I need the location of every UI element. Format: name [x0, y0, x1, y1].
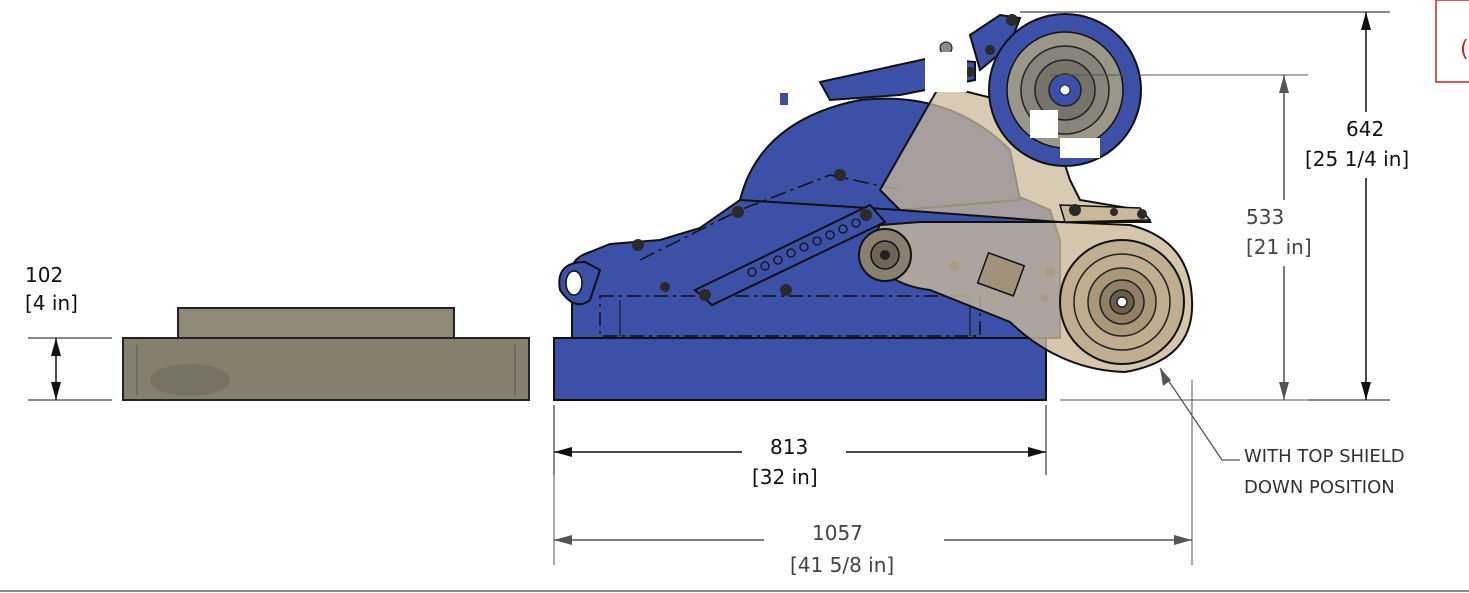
- accessory-base: [122, 307, 530, 401]
- height-shield-down-inch: [21 in]: [1246, 235, 1312, 259]
- accessory-base-top-block: [177, 307, 455, 339]
- revision-stamp: (: [1435, 0, 1469, 83]
- overall-height-mm: 642: [1346, 117, 1384, 141]
- overall-height-inch: [25 1/4 in]: [1305, 147, 1409, 171]
- height-shield-down-mm: 533: [1246, 205, 1284, 229]
- drive-pulley: [858, 228, 912, 282]
- dimension-overall-length: 1057 [41 5/8 in]: [553, 380, 1193, 578]
- base-height-mm: 102: [25, 263, 63, 287]
- callout-line-2: DOWN POSITION: [1244, 477, 1395, 498]
- dimension-overall-height: 642 [25 1/4 in]: [1020, 11, 1440, 401]
- callout-line-1: WITH TOP SHIELD: [1244, 446, 1405, 467]
- shield-callout: WITH TOP SHIELD DOWN POSITION: [1159, 367, 1405, 498]
- driven-pulley: [1059, 239, 1185, 365]
- stamp-text: (: [1460, 37, 1469, 62]
- dimension-base-length: 813 [32 in]: [553, 405, 1047, 490]
- overall-length-mm: 1057: [812, 521, 863, 545]
- machine-assembly: [553, 13, 1194, 401]
- machine-base-plate: [553, 337, 1047, 401]
- dimension-height-shield-down: 533 [21 in]: [1050, 74, 1332, 401]
- base-height-inch: [4 in]: [25, 291, 78, 315]
- base-length-inch: [32 in]: [752, 465, 818, 489]
- dimension-base-height: 102 [4 in]: [25, 263, 112, 401]
- overall-length-inch: [41 5/8 in]: [790, 553, 894, 577]
- base-length-mm: 813: [770, 435, 808, 459]
